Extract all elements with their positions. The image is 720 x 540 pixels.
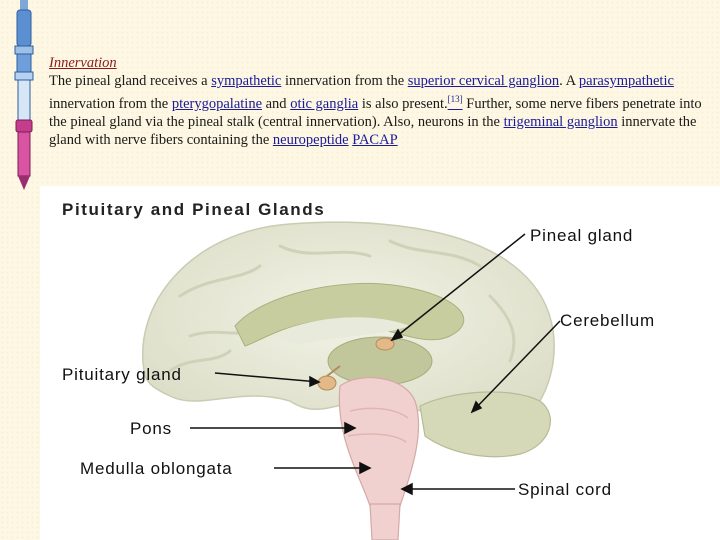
pointer-pituitary (214, 372, 320, 383)
label-pituitary-gland: Pituitary gland (62, 365, 182, 384)
figure-title: Pituitary and Pineal Glands (62, 200, 326, 219)
paragraph-text: is also present. (358, 95, 448, 112)
link-otic-ganglia[interactable]: otic ganglia (290, 95, 359, 112)
paragraph-text: innervation from the (281, 73, 408, 89)
paragraph-text: and (262, 95, 291, 112)
link-sympathetic[interactable]: sympathetic (211, 73, 282, 89)
paragraph-text: innervation from the (49, 95, 172, 112)
pituitary-gland-shape (317, 375, 337, 391)
brain-illustration (142, 221, 561, 540)
link-trigeminal-ganglion[interactable]: trigeminal ganglion (503, 113, 618, 130)
pointer-pineal (391, 233, 526, 341)
cerebellum-shape (419, 391, 551, 458)
section-heading: Innervation (49, 55, 117, 71)
label-medulla-oblongata: Medulla oblongata (80, 459, 233, 478)
link-pterygopalatine[interactable]: pterygopalatine (171, 95, 262, 112)
pineal-gland-shape (375, 337, 395, 351)
paragraph-text: . A (559, 73, 579, 89)
brain-figure: Pituitary and Pineal Glands (40, 186, 720, 540)
paragraph-text: Further, some nerve fibers penetrate int… (49, 95, 702, 130)
pen-decoration-icon (14, 0, 34, 190)
pointer-cerebellum (471, 320, 561, 413)
link-neuropeptide[interactable]: neuropeptide (272, 131, 349, 148)
citation-link[interactable]: [13] (447, 94, 463, 104)
label-spinal-cord: Spinal cord (518, 480, 612, 499)
link-parasympathetic[interactable]: parasympathetic (578, 73, 674, 89)
link-superior-cervical-ganglion[interactable]: superior cervical ganglion (407, 73, 560, 89)
paragraph-text: The pineal gland receives a (49, 73, 212, 89)
spinal-cord-shape (369, 503, 401, 540)
label-pineal-gland: Pineal gland (530, 226, 634, 245)
link-pacap[interactable]: PACAP (352, 131, 398, 148)
corpus-callosum-shape (234, 282, 465, 347)
paragraph-text: innervate the gland with nerve fibers co… (49, 113, 697, 148)
label-cerebellum: Cerebellum (560, 311, 655, 330)
label-pons: Pons (130, 419, 172, 438)
